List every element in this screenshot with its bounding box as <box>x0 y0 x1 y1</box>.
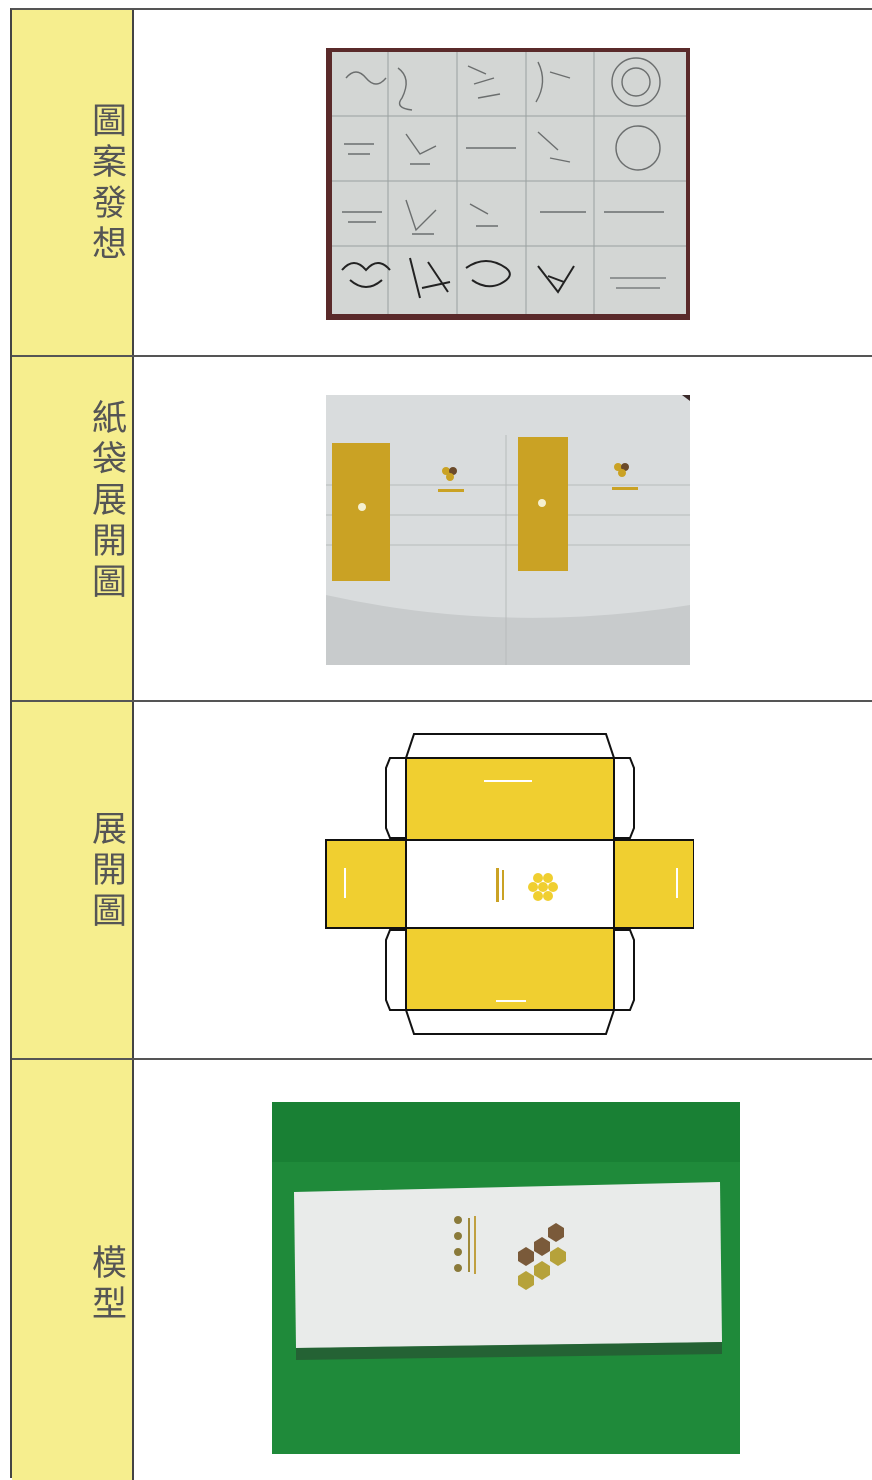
row-label-cell: 紙袋展開圖 <box>12 357 134 700</box>
row-label: 模型 <box>86 1244 126 1326</box>
image-cell <box>134 1060 872 1480</box>
row-label-cell: 展開圖 <box>12 702 134 1058</box>
row-pattern-ideas: 圖案發想 <box>12 10 872 357</box>
row-model: 模型 <box>12 1060 872 1480</box>
design-table: 圖案發想 <box>10 8 872 1480</box>
image-cell <box>134 357 872 700</box>
row-label-cell: 模型 <box>12 1060 134 1480</box>
row-label: 紙袋展開圖 <box>86 399 126 604</box>
paper-bag-print-image <box>326 395 690 665</box>
sketch-sheet-image <box>326 48 690 320</box>
row-label-cell: 圖案發想 <box>12 10 134 355</box>
row-paper-bag-dieline: 紙袋展開圖 <box>12 357 872 702</box>
row-label: 展開圖 <box>86 810 126 933</box>
box-model-photo <box>272 1102 740 1454</box>
box-dieline-image <box>324 728 694 1040</box>
image-cell <box>134 10 872 355</box>
image-cell <box>134 702 872 1058</box>
row-box-dieline: 展開圖 <box>12 702 872 1060</box>
row-label: 圖案發想 <box>86 102 126 266</box>
